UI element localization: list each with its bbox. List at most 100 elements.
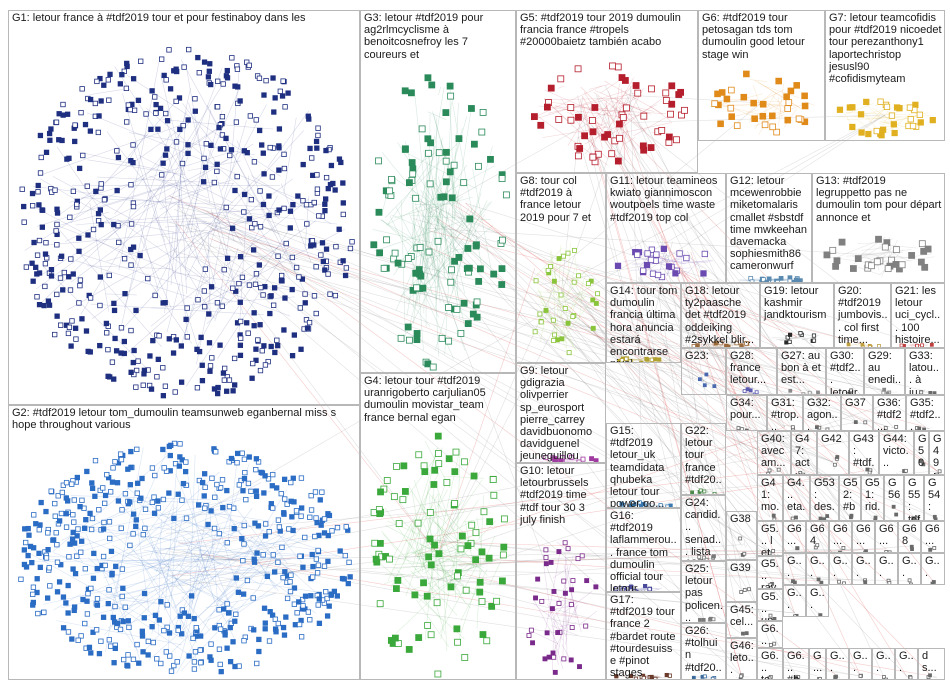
- edge: [579, 283, 583, 324]
- node: [68, 215, 73, 220]
- node: [91, 227, 96, 232]
- group-label: G1: letour france à #tdf2019 tour et pou…: [12, 12, 357, 24]
- node: [501, 544, 507, 550]
- node: [274, 486, 279, 491]
- node: [552, 339, 556, 343]
- node: [545, 631, 549, 635]
- node: [194, 625, 199, 630]
- node: [635, 252, 640, 257]
- edge: [896, 473, 898, 474]
- node: [164, 78, 169, 83]
- edge: [746, 105, 756, 115]
- node: [122, 339, 127, 344]
- node: [563, 541, 567, 545]
- node: [419, 126, 425, 132]
- group-label: G6: #tdf2019 tour petosagan tds tom dumo…: [702, 12, 822, 61]
- group-label: G30: #tdf2... letour...: [830, 350, 861, 395]
- node: [143, 526, 148, 531]
- node: [834, 258, 840, 264]
- node: [305, 222, 310, 227]
- node: [854, 421, 857, 424]
- node: [168, 87, 173, 92]
- node: [540, 599, 544, 603]
- node: [577, 146, 583, 152]
- node: [299, 506, 304, 511]
- edge: [568, 602, 569, 608]
- node: [713, 385, 716, 388]
- node: [142, 368, 147, 373]
- group-cell-g8: G8: tour col #tdf2019 à france letour 20…: [516, 173, 606, 363]
- node: [465, 543, 471, 549]
- node: [221, 505, 226, 510]
- node: [168, 453, 173, 458]
- node: [582, 133, 588, 139]
- node: [120, 594, 125, 599]
- node: [73, 326, 78, 331]
- node: [384, 477, 390, 483]
- node: [314, 139, 319, 144]
- node: [70, 537, 75, 542]
- node: [64, 496, 69, 501]
- node: [553, 670, 557, 674]
- node: [129, 449, 134, 454]
- node: [451, 162, 457, 168]
- node: [193, 96, 198, 101]
- node: [136, 98, 141, 103]
- group-label: G...: [787, 587, 803, 611]
- node: [112, 301, 117, 306]
- node: [227, 378, 232, 383]
- node: [180, 161, 185, 166]
- group-label: G6... an...: [761, 623, 780, 648]
- edge: [438, 87, 440, 95]
- node: [290, 255, 295, 260]
- node: [225, 602, 230, 607]
- node: [21, 204, 26, 209]
- node: [70, 319, 75, 324]
- node: [314, 311, 319, 316]
- node: [234, 576, 239, 581]
- node: [142, 616, 147, 621]
- node: [220, 478, 225, 483]
- node: [476, 278, 482, 284]
- node: [297, 600, 302, 605]
- node: [344, 525, 349, 530]
- node: [150, 500, 155, 505]
- node: [53, 188, 58, 193]
- group-cell-g23: G23:: [681, 348, 726, 395]
- node: [203, 485, 208, 490]
- node: [580, 554, 584, 558]
- node: [42, 303, 47, 308]
- node: [186, 47, 191, 52]
- node: [196, 297, 201, 302]
- node: [108, 644, 113, 649]
- node: [752, 116, 758, 122]
- node: [115, 149, 120, 154]
- group-label: G32: agon...: [807, 397, 838, 431]
- group-cell-g17: G17: #tdf2019 tour france 2 #bardet rout…: [606, 592, 681, 680]
- node: [89, 586, 94, 591]
- edge: [589, 84, 609, 89]
- node: [303, 535, 308, 540]
- edge: [558, 296, 586, 308]
- node: [668, 111, 674, 117]
- node: [740, 590, 743, 593]
- node: [620, 114, 626, 120]
- node: [78, 550, 83, 555]
- node: [443, 158, 449, 164]
- node: [718, 121, 724, 127]
- node: [167, 337, 172, 342]
- node: [551, 651, 555, 655]
- node: [484, 638, 490, 644]
- group-cell-g9: G9: letour gdigrazia olivperrier sp_euro…: [516, 363, 606, 463]
- node: [452, 500, 458, 506]
- node: [279, 273, 284, 278]
- node: [591, 298, 595, 302]
- node: [254, 118, 259, 123]
- node: [314, 264, 319, 269]
- node: [99, 222, 104, 227]
- node: [473, 243, 479, 249]
- node: [833, 463, 836, 466]
- group-cell-g66: G6...: [852, 521, 875, 553]
- group-cell-g68: G68: [898, 521, 921, 553]
- node: [57, 580, 62, 585]
